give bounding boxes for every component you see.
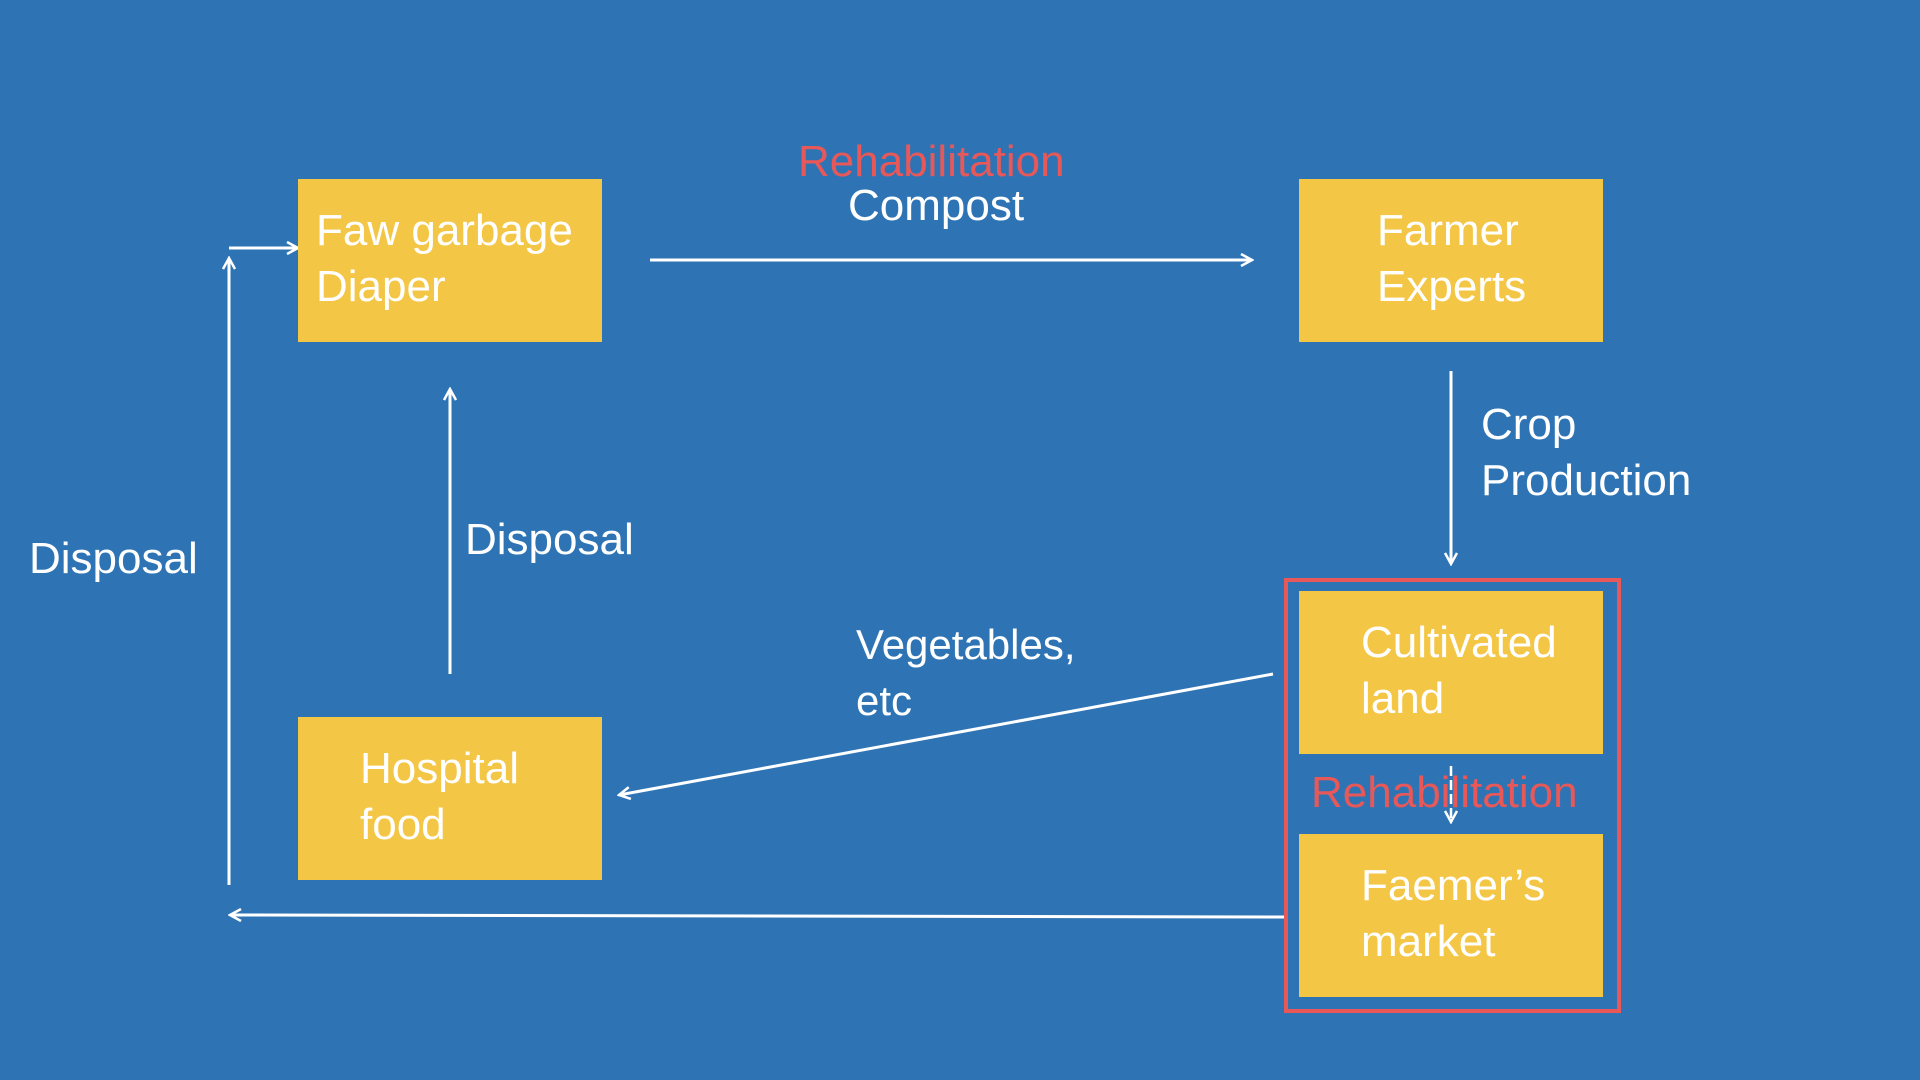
annotation-rehabilitation-market: Rehabilitation — [1311, 768, 1578, 817]
node-hospital-food-line-2: food — [360, 800, 446, 849]
node-raw-garbage-line-2: Diaper — [316, 262, 446, 311]
node-farmers-market[interactable]: Faemer’s market — [1299, 834, 1603, 997]
label-vegetables: Vegetables, etc — [856, 617, 1076, 729]
label-disposal-inner: Disposal — [465, 515, 634, 564]
annotation-rehabilitation-compost: Rehabilitation — [798, 137, 1065, 186]
label-crop-production-line-1: Crop — [1481, 400, 1577, 449]
label-compost: Compost — [848, 181, 1025, 230]
node-cultivated-land-line-1: Cultivated — [1361, 618, 1557, 667]
label-crop-production: Crop Production — [1481, 397, 1691, 509]
label-crop-production-line-2: Production — [1481, 456, 1692, 505]
label-disposal-outer: Disposal — [29, 534, 198, 583]
node-hospital-food[interactable]: Hospital food — [298, 717, 602, 880]
node-farmer-experts-line-1: Farmer — [1377, 206, 1519, 255]
node-hospital-food-line-1: Hospital — [360, 744, 519, 793]
node-raw-garbage-line-1: Faw garbage — [316, 206, 573, 255]
label-vegetables-line-2: etc — [856, 677, 913, 724]
node-raw-garbage[interactable]: Faw garbage Diaper — [298, 179, 602, 342]
arrow-vegetables — [619, 672, 1274, 795]
node-farmers-market-line-2: market — [1361, 917, 1496, 966]
node-farmer-experts-line-2: Experts — [1377, 262, 1527, 311]
node-cultivated-land-line-2: land — [1361, 674, 1445, 723]
label-vegetables-line-1: Vegetables, — [856, 621, 1076, 668]
arrow-disposal-outer-bottom — [230, 915, 1285, 917]
node-cultivated-land[interactable]: Cultivated land — [1299, 591, 1603, 754]
rehabilitation-highlight-frame — [1284, 578, 1621, 1013]
node-farmer-experts[interactable]: Farmer Experts — [1299, 179, 1603, 342]
node-farmers-market-line-1: Faemer’s — [1361, 861, 1546, 910]
